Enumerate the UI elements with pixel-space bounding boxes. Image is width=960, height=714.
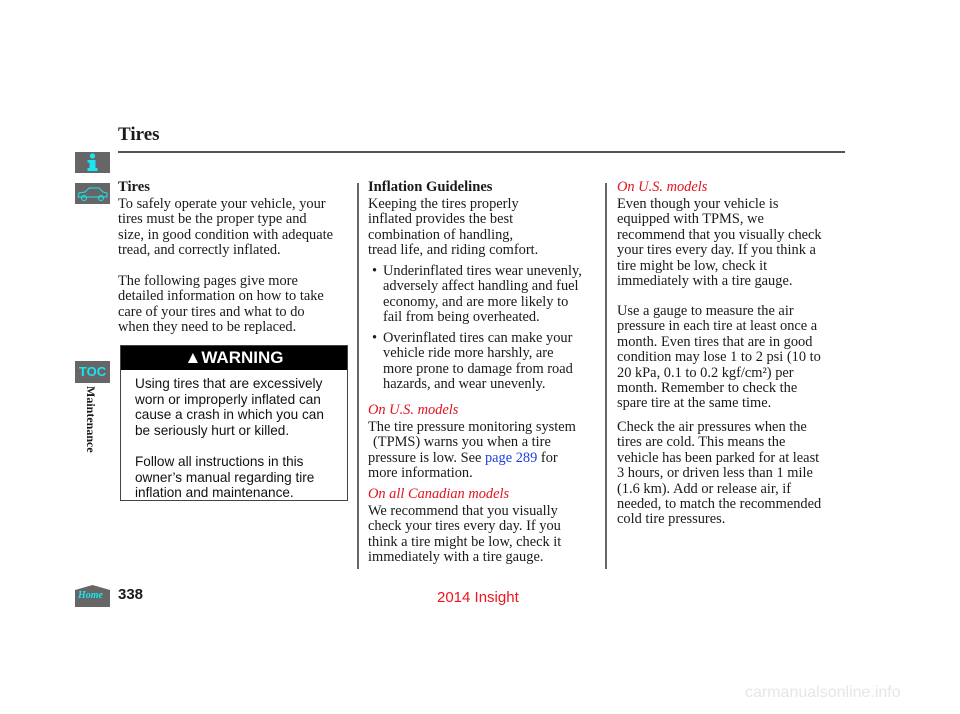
page-title: Tires xyxy=(118,124,160,145)
section-label: Maintenance xyxy=(84,386,98,453)
text-line: 3 hours, or driven less than 1 mile xyxy=(617,465,813,482)
text-line: tires must be the proper type and xyxy=(118,211,307,228)
text-line: when they need to be replaced. xyxy=(118,319,297,336)
text-line: Check the air pressures when the xyxy=(617,419,807,435)
text-line: inflated provides the best xyxy=(368,211,514,228)
us-models-label: On U.S. models xyxy=(617,179,708,195)
text-line: owner’s manual regarding tire xyxy=(135,469,315,485)
text-line: tread life, and riding comfort. xyxy=(368,242,539,259)
title-rule xyxy=(118,151,845,153)
text-line: think a tire might be low, check it xyxy=(368,533,562,550)
us-models-label: On U.S. models xyxy=(368,402,459,418)
text-line: 20 kPa, 0.1 to 0.2 kgf/cm²) per xyxy=(617,364,794,381)
home-button[interactable]: Home xyxy=(75,585,110,607)
toc-button[interactable]: TOC xyxy=(75,361,110,383)
text-line: size, in good condition with adequate xyxy=(118,226,334,243)
site-watermark: carmanualsonline.info xyxy=(745,684,901,701)
warning-header: ▲WARNING xyxy=(121,346,347,370)
text-line: check your tires every day. If you xyxy=(368,518,561,535)
text-line: month. Even tires that are in good xyxy=(617,333,813,350)
page-289-link[interactable]: page 289 xyxy=(484,449,538,466)
text-line: tire might be low, check it xyxy=(617,257,768,274)
column-divider xyxy=(357,183,359,569)
bullet-icon: • xyxy=(372,330,378,346)
home-label: Home xyxy=(78,590,103,601)
car-icon[interactable] xyxy=(75,183,110,204)
text-line: be seriously hurt or killed. xyxy=(135,422,290,438)
text-line: care of your tires and what to do xyxy=(118,303,305,320)
warning-triangle-icon: ▲ xyxy=(184,348,202,367)
page-number: 338 xyxy=(118,586,144,603)
bullet-underinflated: Underinflated tires wear unevenly,advers… xyxy=(383,263,582,326)
text-line: Use a gauge to measure the air xyxy=(617,303,794,319)
text-line: equipped with TPMS, we xyxy=(617,211,764,228)
text-line: recommend that you visually check xyxy=(617,226,822,243)
text-line: month. Remember to check the xyxy=(617,379,798,396)
text: for xyxy=(537,449,558,466)
text-line: The following pages give more xyxy=(118,273,298,289)
text-line: more prone to damage from road xyxy=(383,360,573,377)
text-line: immediately with a tire gauge. xyxy=(368,549,544,566)
text-line: adversely affect handling and fuel xyxy=(383,278,579,295)
text-line: spare tire at the same time. xyxy=(617,395,772,412)
text-line: We recommend that you visually xyxy=(368,503,558,519)
text-line: pressure in each tire at least once a xyxy=(617,318,818,335)
text-line: Keeping the tires properly xyxy=(368,196,519,212)
text-line: inflation and maintenance. xyxy=(135,485,294,500)
canadian-models-label: On all Canadian models xyxy=(368,486,510,502)
text-line: condition may lose 1 to 2 psi (10 to xyxy=(617,349,821,366)
text-line: Overinflated tires can make your xyxy=(383,330,573,346)
text-line: Follow all instructions in this xyxy=(135,454,304,469)
text-line: (TPMS) warns you when a tire xyxy=(373,434,551,451)
tpms-paragraph: The tire pressure monitoring system (TPM… xyxy=(368,419,576,482)
column-divider xyxy=(605,183,607,569)
text-line: combination of handling, xyxy=(368,226,514,243)
text-line: immediately with a tire gauge. xyxy=(617,272,793,289)
bullet-icon: • xyxy=(372,263,378,279)
warning-box: ▲WARNING Using tires that are excessivel… xyxy=(120,345,348,501)
text-line: pressure is low. See page 289 for xyxy=(368,449,576,466)
text-line: vehicle ride more harshly, are xyxy=(383,345,554,362)
text-line: tread, and correctly inflated. xyxy=(118,242,281,259)
text-line: (1.6 km). Add or release air, if xyxy=(617,480,792,497)
text-line: needed, to match the recommended xyxy=(617,495,822,512)
info-icon[interactable] xyxy=(75,152,110,173)
text-line: The tire pressure monitoring system xyxy=(368,419,576,435)
text-line: vehicle has been parked for at least xyxy=(617,449,820,466)
text-line: detailed information on how to take xyxy=(118,288,324,305)
text-line: tires are cold. This means the xyxy=(617,434,786,451)
text-line: Underinflated tires wear unevenly, xyxy=(383,263,582,279)
text-line: your tires every day. If you think a xyxy=(617,242,816,259)
text-line: worn or improperly inflated can xyxy=(135,391,321,407)
section-heading-inflation: Inflation Guidelines xyxy=(368,179,493,195)
text-line: Even though your vehicle is xyxy=(617,196,779,212)
text-line: cause a crash in which you can xyxy=(135,407,324,422)
text-line: To safely operate your vehicle, your xyxy=(118,196,326,212)
text-line: hazards, and wear unevenly. xyxy=(383,376,546,393)
section-heading-tires: Tires xyxy=(118,179,150,195)
text-line: fail from being overheated. xyxy=(383,309,540,326)
text-line: more information. xyxy=(368,465,473,482)
warning-label: WARNING xyxy=(201,348,284,367)
text-line: economy, and are more likely to xyxy=(383,293,569,310)
text: pressure is low. See xyxy=(368,449,485,466)
text-line: cold tire pressures. xyxy=(617,511,726,528)
model-watermark: 2014 Insight xyxy=(437,589,519,606)
text-line: Using tires that are excessively xyxy=(135,376,323,391)
